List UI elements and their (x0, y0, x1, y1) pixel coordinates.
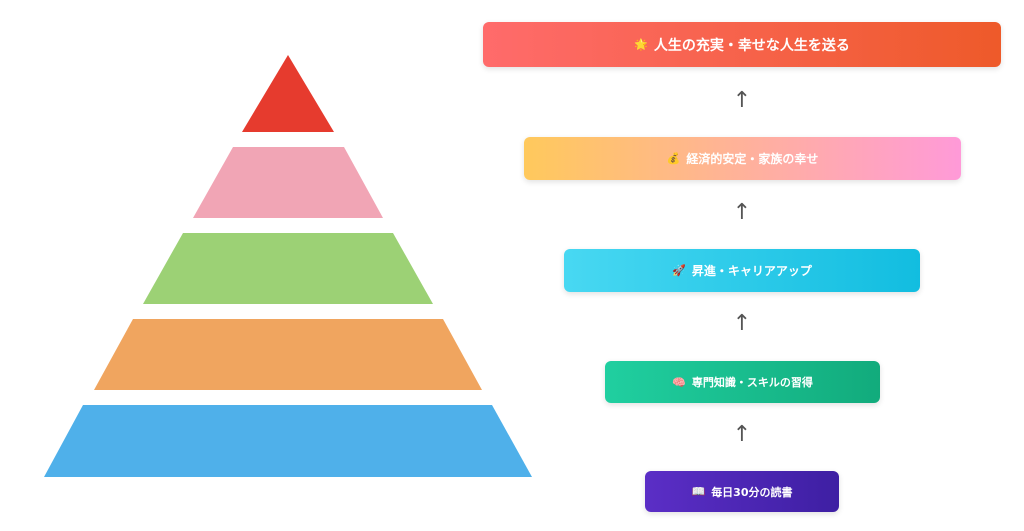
open-book-icon: 📖 (691, 485, 706, 498)
step-label: 人生の充実・幸せな人生を送る (653, 37, 850, 54)
step-label: 専門知識・スキルの習得 (691, 376, 813, 389)
brain-icon: 🧠 (672, 375, 686, 389)
glowing-star-icon: 🌟 (634, 38, 648, 51)
money-bag-icon: 💰 (666, 152, 681, 165)
step-label: 昇進・キャリアアップ (691, 264, 812, 278)
step-box-skill-acquisition: 🧠 専門知識・スキルの習得 (605, 361, 880, 403)
up-arrow-icon: ↑ (732, 311, 752, 336)
up-arrow-icon: ↑ (732, 200, 752, 225)
pyramid-layer-base (44, 405, 532, 477)
step-label: 経済的安定・家族の幸せ (686, 152, 819, 166)
step-box-daily-reading: 📖 毎日30分の読書 (645, 471, 839, 512)
step-box-economic-stability: 💰 経済的安定・家族の幸せ (524, 137, 961, 180)
up-arrow-icon: ↑ (732, 88, 752, 113)
step-box-career-advancement: 🚀 昇進・キャリアアップ (564, 249, 920, 292)
step-box-life-fulfillment: 🌟 人生の充実・幸せな人生を送る (483, 22, 1001, 67)
pyramid-layer-3 (143, 233, 433, 304)
step-label: 毎日30分の読書 (711, 485, 793, 499)
up-arrow-icon: ↑ (732, 422, 752, 447)
pyramid-layer-top (242, 55, 334, 132)
pyramid-layer-4 (193, 147, 383, 218)
pyramid-layer-2 (94, 319, 482, 390)
rocket-icon: 🚀 (672, 264, 686, 277)
